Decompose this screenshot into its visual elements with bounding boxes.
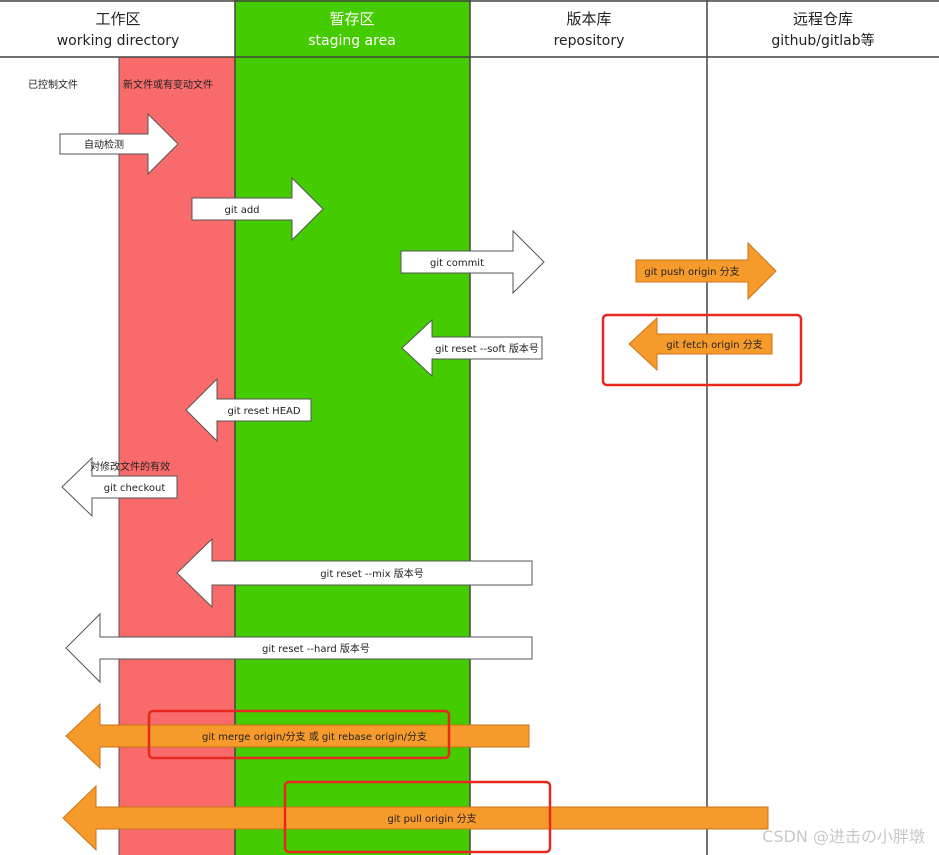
arrow-label: git fetch origin 分支 bbox=[666, 339, 762, 351]
column-title: 暂存区 bbox=[329, 10, 374, 28]
arrow-label: git push origin 分支 bbox=[644, 266, 739, 278]
highlight-box bbox=[283, 780, 552, 854]
flow-arrow bbox=[62, 784, 769, 852]
flow-arrow bbox=[176, 537, 533, 609]
column-subtitle: working directory bbox=[57, 33, 180, 49]
flow-arrow bbox=[61, 456, 178, 518]
subcolumn-label: 新文件或有变动文件 bbox=[123, 78, 213, 91]
column-subtitle: repository bbox=[554, 33, 625, 49]
watermark: CSDN @进击の小胖墩 bbox=[762, 827, 925, 846]
column-subtitle: github/gitlab等 bbox=[771, 32, 874, 49]
staging-area-band bbox=[235, 0, 470, 855]
column-title: 工作区 bbox=[95, 10, 140, 28]
arrow-label: git add bbox=[224, 205, 259, 216]
flow-arrow bbox=[59, 112, 179, 176]
flow-arrow bbox=[635, 241, 777, 301]
arrow-label: git reset HEAD bbox=[227, 406, 300, 417]
column-subtitle: staging area bbox=[308, 33, 396, 49]
arrow-label: 自动检测 bbox=[84, 138, 124, 151]
arrow-note: 对修改文件的有效 bbox=[90, 460, 170, 473]
highlight-box bbox=[147, 709, 451, 760]
arrow-label: git merge origin/分支 或 git rebase origin/… bbox=[202, 731, 427, 743]
highlight-box bbox=[601, 313, 803, 387]
flow-arrow bbox=[65, 702, 530, 770]
changed-files-band bbox=[119, 57, 235, 855]
flow-arrow bbox=[628, 316, 773, 372]
arrow-label: git reset --mix 版本号 bbox=[320, 567, 424, 580]
flow-arrow bbox=[185, 377, 312, 443]
column-title: 远程仓库 bbox=[793, 10, 853, 28]
arrow-label: git checkout bbox=[104, 483, 166, 494]
flow-arrow bbox=[400, 229, 545, 295]
arrow-label: git reset --hard 版本号 bbox=[262, 642, 370, 655]
column-title: 版本库 bbox=[566, 10, 611, 28]
flow-arrow bbox=[65, 612, 533, 684]
flow-arrow bbox=[191, 176, 324, 242]
arrow-label: git pull origin 分支 bbox=[387, 813, 476, 825]
flow-arrow bbox=[401, 318, 543, 378]
subcolumn-label: 已控制文件 bbox=[28, 78, 78, 91]
arrow-label: git commit bbox=[430, 258, 484, 269]
arrow-label: git reset --soft 版本号 bbox=[435, 342, 539, 355]
